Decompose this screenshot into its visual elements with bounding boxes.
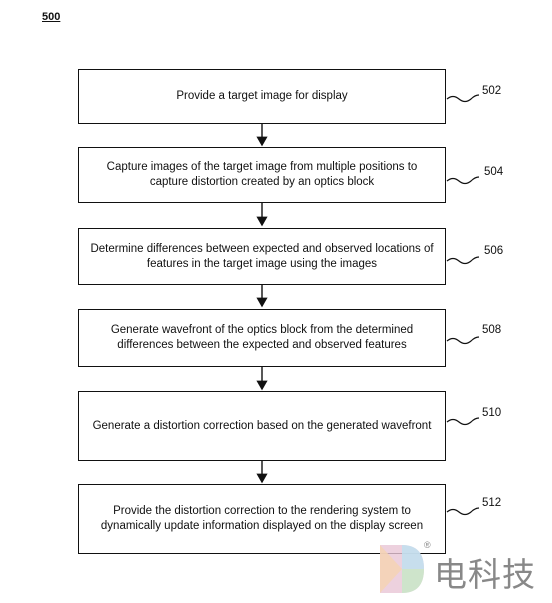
watermark-logo-icon (380, 545, 424, 593)
step-box-512: Provide the distortion correction to the… (78, 484, 446, 554)
leader-506 (446, 256, 480, 265)
step-box-504: Capture images of the target image from … (78, 147, 446, 203)
step-box-510: Generate a distortion correction based o… (78, 391, 446, 461)
registered-mark: ® (424, 540, 431, 550)
step-box-502: Provide a target image for display (78, 69, 446, 124)
step-text-506: Determine differences between expected a… (90, 242, 434, 270)
leader-504 (446, 176, 480, 185)
watermark-text: 电科技 (434, 555, 536, 594)
ref-numeral-510: 510 (482, 407, 502, 419)
step-text-508: Generate wavefront of the optics block f… (110, 324, 414, 351)
ref-numeral-502: 502 (482, 85, 502, 97)
ref-numeral-508: 508 (482, 324, 502, 336)
ref-numeral-506: 506 (484, 245, 504, 257)
leader-508 (446, 336, 480, 345)
leader-502 (446, 94, 480, 103)
step-text-502: Provide a target image for display (176, 90, 348, 102)
figure-number: 500 (42, 11, 61, 23)
step-box-508: Generate wavefront of the optics block f… (78, 309, 446, 367)
step-text-504: Capture images of the target image from … (106, 161, 418, 188)
step-text-512: Provide the distortion correction to the… (100, 505, 424, 532)
ref-numeral-504: 504 (484, 166, 504, 178)
step-box-506: Determine differences between expected a… (78, 228, 446, 285)
ref-numeral-512: 512 (482, 497, 502, 509)
leader-512 (446, 507, 480, 516)
leader-510 (446, 417, 480, 426)
step-text-510: Generate a distortion correction based o… (92, 419, 432, 432)
watermark: 电科技 ® (376, 540, 548, 598)
